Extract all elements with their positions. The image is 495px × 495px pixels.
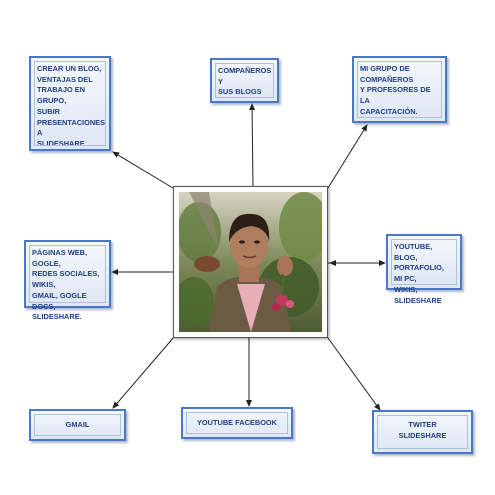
arrow-to-bottom-left [112, 336, 175, 409]
arrow-to-top-center [249, 103, 256, 187]
arrow-to-top-left [112, 151, 174, 189]
box-middle-left: PÁGINAS WEB, GOGLE, REDES SOCIALES, WIKI… [24, 240, 111, 321]
box-bottom-left: GMAIL [29, 409, 126, 441]
arrow-to-top-right [327, 124, 368, 189]
box-middle-right: YOUTUBE, BLOG, PORTAFOLIO, MI PC, WIKIS,… [386, 234, 462, 305]
box-top-center: COMPAÑEROS Y SUS BLOGS [210, 58, 279, 103]
box-bottom-center: YOUTUBE FACEBOOK [181, 407, 293, 439]
box-bottom-right: TWITER SLIDESHARE [372, 410, 473, 454]
center-photo-frame [173, 186, 328, 338]
box-top-right: MI GRUPO DE COMPAÑEROS Y PROFESORES DE L… [352, 56, 447, 123]
arrow-to-bottom-right [327, 337, 381, 411]
box-top-left: CREAR UN BLOG, VENTAJAS DEL TRABAJO EN G… [29, 56, 111, 151]
portrait-photo-icon [179, 192, 322, 332]
